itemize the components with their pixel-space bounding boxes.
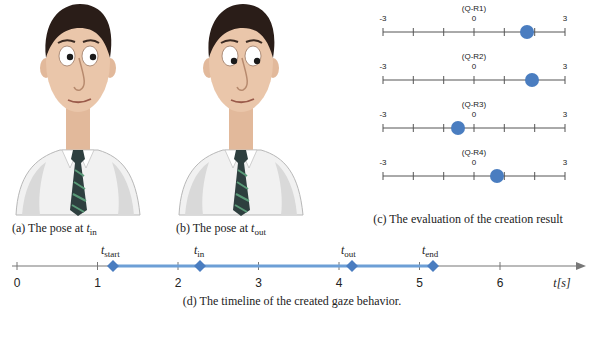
time-marker <box>194 260 206 272</box>
subfigure-caption: (d) The timeline of the created gaze beh… <box>183 295 401 307</box>
pupil <box>231 58 237 64</box>
axis-tick-label: 4 <box>336 277 343 289</box>
scale-value: 0 <box>472 63 476 71</box>
time-symbol: t <box>341 244 344 256</box>
time-subscript: out <box>254 228 266 237</box>
evaluation-scales <box>383 25 565 183</box>
score-dot <box>525 73 539 87</box>
scale-value: -3 <box>379 159 386 167</box>
question-label: (Q-R4) <box>462 149 486 157</box>
question-label: (Q-R1) <box>462 5 486 13</box>
scale-value: 0 <box>472 111 476 119</box>
scale-value: 3 <box>563 15 567 23</box>
scale-value: -3 <box>379 63 386 71</box>
pupil <box>67 54 73 60</box>
scale-axis <box>383 124 565 132</box>
scale-axis <box>383 28 565 36</box>
scale-value: 3 <box>563 111 567 119</box>
question-label: (Q-R3) <box>462 101 486 109</box>
scale-value: 3 <box>563 63 567 71</box>
subfigure-caption: (a) The pose at <box>12 222 83 234</box>
time-symbol: t <box>422 244 425 256</box>
scale-value: 3 <box>563 159 567 167</box>
subfigure-caption: (c) The evaluation of the creation resul… <box>371 213 566 227</box>
score-dot <box>520 25 534 39</box>
time-symbol: t <box>194 244 197 256</box>
gaze-span <box>113 265 433 268</box>
axis-arrowhead <box>576 262 586 270</box>
subfigure-caption: (b) The pose at <box>176 222 248 234</box>
scale-value: 0 <box>472 15 476 23</box>
question-label: (Q-R2) <box>462 53 486 61</box>
axis-unit: t[s] <box>553 277 570 289</box>
scale-value: 0 <box>472 159 476 167</box>
time-axis <box>12 265 578 266</box>
character-pose-b <box>179 4 303 216</box>
time-marker <box>427 260 439 272</box>
score-dot <box>490 169 504 183</box>
time-marker <box>107 260 119 272</box>
pupil <box>254 58 260 64</box>
score-dot <box>451 121 465 135</box>
axis-tick-label: 1 <box>94 277 101 289</box>
timeline <box>12 260 586 272</box>
axis-tick-label: 3 <box>255 277 262 289</box>
character-figure <box>16 4 140 216</box>
time-subscript: start <box>104 250 120 259</box>
time-symbol: t <box>251 222 254 234</box>
scale-value: -3 <box>379 15 386 23</box>
axis-tick-label: 5 <box>416 277 423 289</box>
time-subscript: in <box>197 250 204 259</box>
time-subscript: out <box>344 250 356 259</box>
axis-tick-label: 6 <box>497 277 504 289</box>
time-marker <box>346 260 358 272</box>
time-subscript: in <box>90 228 97 237</box>
axis-tick-label: 0 <box>14 277 21 289</box>
scale-axis <box>383 172 565 180</box>
axis-tick-label: 2 <box>175 277 182 289</box>
time-symbol: t <box>101 244 104 256</box>
time-symbol: t <box>86 222 89 234</box>
scale-value: -3 <box>379 111 386 119</box>
character-pose-a <box>16 4 140 216</box>
character-figure <box>179 4 303 216</box>
time-subscript: end <box>425 250 438 259</box>
pupil <box>90 54 96 60</box>
